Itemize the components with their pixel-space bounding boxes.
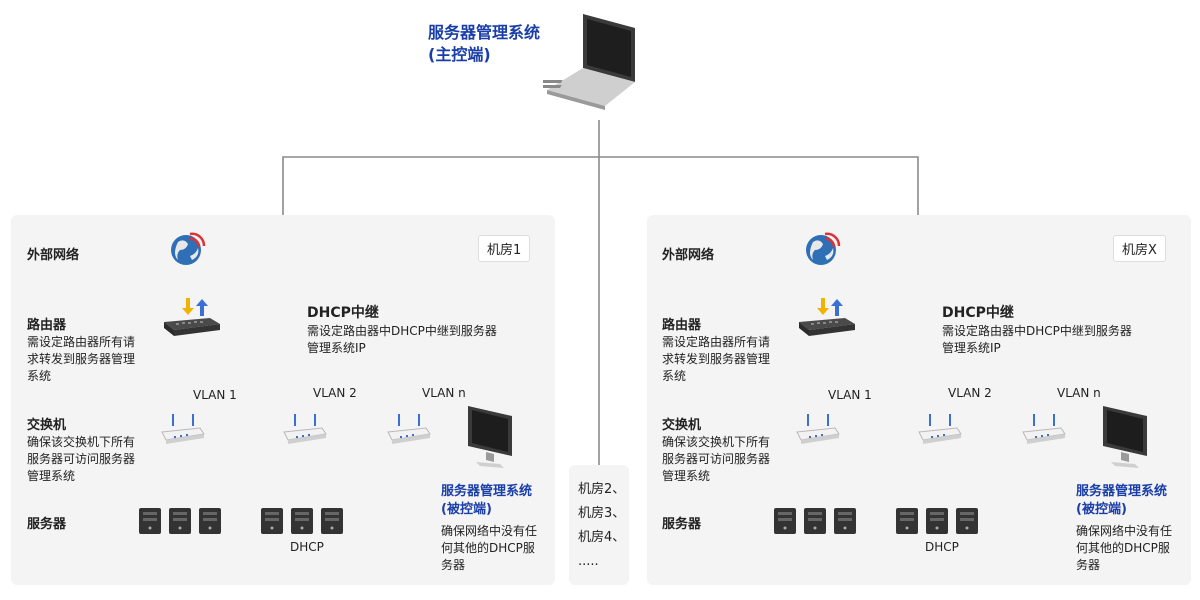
middle-room-2: 机房2、: [578, 482, 626, 497]
client-desc: 确保网络中没有任何其他的DHCP服务器: [441, 524, 538, 572]
access-point-icon: [387, 414, 431, 444]
main-title-line2: (主控端): [428, 45, 491, 64]
server-icon: [896, 508, 918, 534]
main-title-line1: 服务器管理系统: [428, 23, 541, 42]
switch-title: 交换机: [662, 418, 702, 433]
server-icon: [169, 508, 191, 534]
vlan-label-n: VLAN n: [422, 386, 466, 400]
dhcp-label: DHCP: [925, 540, 959, 554]
monitor-icon: [1103, 406, 1147, 468]
vlan-label-n: VLAN n: [1057, 386, 1101, 400]
access-point-icon: [161, 414, 205, 444]
vlan-label-1: VLAN 1: [828, 388, 872, 402]
access-point-icon: [796, 414, 840, 444]
middle-rooms-panel: [569, 465, 629, 585]
client-title-line1: 服务器管理系统: [441, 484, 533, 499]
monitor-icon: [468, 406, 512, 468]
vlan-label-2: VLAN 2: [313, 386, 357, 400]
router-title: 路由器: [27, 318, 67, 333]
router-title: 路由器: [662, 318, 702, 333]
server-icon: [139, 508, 161, 534]
client-desc: 确保网络中没有任何其他的DHCP服务器: [1076, 524, 1173, 572]
dhcp-relay-desc: 需设定路由器中DHCP中继到服务器管理系统IP: [307, 324, 497, 355]
client-title-line1: 服务器管理系统: [1076, 484, 1168, 499]
server-group-2: [260, 506, 346, 540]
client-title-line2: (被控端): [1076, 502, 1127, 517]
access-point-icon: [1022, 414, 1066, 444]
switch-desc: 确保该交换机下所有服务器可访问服务器管理系统: [27, 435, 136, 483]
dhcp-relay-desc: 需设定路由器中DHCP中继到服务器管理系统IP: [942, 324, 1132, 355]
access-point-icon: [918, 414, 962, 444]
middle-room-4: 机房4、: [578, 530, 626, 545]
router-icon: [799, 298, 855, 336]
server-group-1: [138, 506, 224, 540]
external-network-label: 外部网络: [662, 248, 715, 263]
switch-title: 交换机: [27, 418, 67, 433]
server-icon: [774, 508, 796, 534]
client-title-line2: (被控端): [441, 502, 492, 517]
laptop-icon: [543, 14, 635, 110]
client-title: 服务器管理系统 (被控端): [1076, 483, 1167, 519]
switch-desc: 确保该交换机下所有服务器可访问服务器管理系统: [662, 435, 771, 483]
middle-rooms-list: 机房2、 机房3、 机房4、 .....: [578, 478, 625, 574]
dhcp-label: DHCP: [290, 540, 324, 554]
servers-title: 服务器: [662, 517, 702, 532]
vlan-label-1: VLAN 1: [193, 388, 237, 402]
globe-icon: [806, 232, 841, 265]
router-icon: [164, 298, 220, 336]
router-desc: 需设定路由器所有请求转发到服务器管理系统: [27, 335, 136, 383]
server-icon: [926, 508, 948, 534]
server-group-1: [773, 506, 859, 540]
servers-title: 服务器: [27, 517, 67, 532]
server-group-2: [895, 506, 981, 540]
room-tag-1: 机房1: [478, 235, 531, 262]
server-icon: [321, 508, 343, 534]
room-panel-x: [647, 215, 1191, 585]
client-title: 服务器管理系统 (被控端): [441, 483, 532, 519]
access-point-icon: [283, 414, 327, 444]
middle-room-more: .....: [578, 554, 599, 569]
server-icon: [834, 508, 856, 534]
room-tag-x: 机房X: [1113, 235, 1166, 262]
globe-icon: [171, 232, 206, 265]
server-icon: [956, 508, 978, 534]
vlan-label-2: VLAN 2: [948, 386, 992, 400]
dhcp-relay-title: DHCP中继: [307, 305, 379, 321]
server-icon: [261, 508, 283, 534]
external-network-label: 外部网络: [27, 248, 80, 263]
dhcp-relay-title: DHCP中继: [942, 305, 1014, 321]
router-desc: 需设定路由器所有请求转发到服务器管理系统: [662, 335, 771, 383]
main-title: 服务器管理系统 (主控端): [428, 22, 540, 66]
server-icon: [199, 508, 221, 534]
server-icon: [291, 508, 313, 534]
server-icon: [804, 508, 826, 534]
middle-room-3: 机房3、: [578, 506, 626, 521]
